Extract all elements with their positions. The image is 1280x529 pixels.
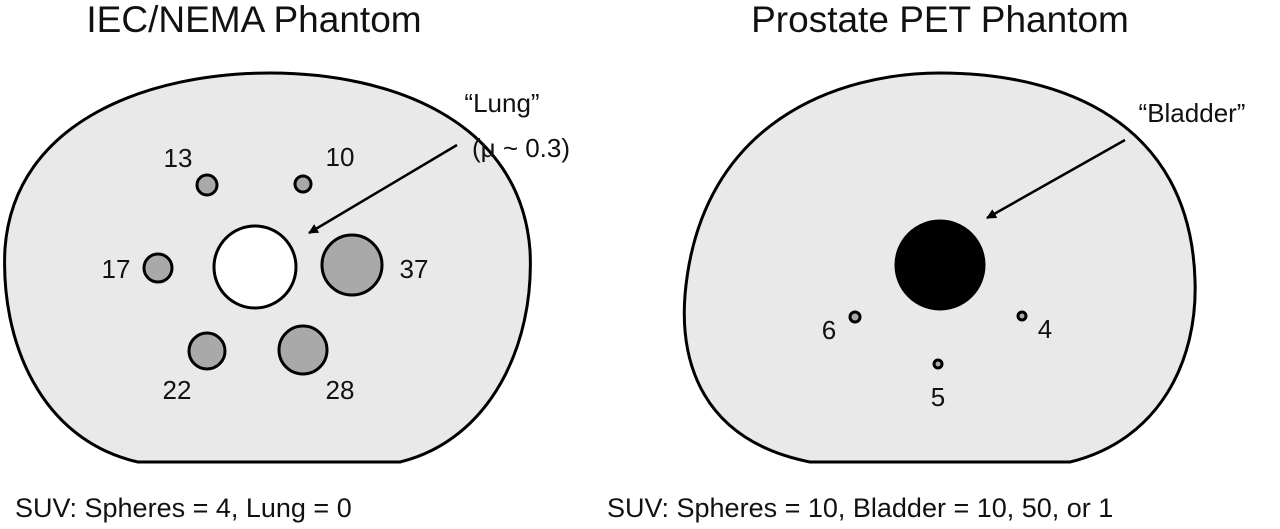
iec-phantom-title: IEC/NEMA Phantom xyxy=(86,0,421,40)
prostate-suv-caption: SUV: Spheres = 10, Bladder = 10, 50, or … xyxy=(607,493,1113,523)
bladder-callout-label: “Bladder” xyxy=(1139,98,1246,128)
lung-callout-mu: (μ ~ 0.3) xyxy=(472,133,570,163)
lung-callout-label: “Lung” xyxy=(464,88,539,118)
sphere-22mm xyxy=(187,331,227,371)
sphere-label-37: 37 xyxy=(400,254,429,284)
sphere-5mm xyxy=(932,358,944,370)
sphere-label-6: 6 xyxy=(822,315,836,345)
sphere-label-22: 22 xyxy=(163,375,192,405)
bladder-insert xyxy=(894,219,986,311)
sphere-label-13: 13 xyxy=(164,143,193,173)
sphere-4mm xyxy=(1016,310,1028,322)
sphere-label-10: 10 xyxy=(326,142,355,172)
sphere-17mm xyxy=(142,252,174,284)
lung-arrow xyxy=(308,143,458,235)
sphere-label-4: 4 xyxy=(1038,314,1052,344)
sphere-label-28: 28 xyxy=(326,375,355,405)
sphere-label-5: 5 xyxy=(931,382,945,412)
prostate-phantom-panel: Prostate PET Phantom 6 4 5 “Bladder” SUV… xyxy=(607,0,1245,523)
lung-insert xyxy=(212,224,298,310)
sphere-28mm xyxy=(277,324,329,376)
bladder-arrow xyxy=(986,138,1126,220)
iec-phantom-panel: IEC/NEMA Phantom 13 10 17 37 22 28 “Lung… xyxy=(3,0,570,523)
sphere-label-17: 17 xyxy=(102,254,131,284)
prostate-phantom-title: Prostate PET Phantom xyxy=(751,0,1129,40)
sphere-10mm xyxy=(293,174,313,194)
sphere-37mm xyxy=(320,233,384,297)
iec-suv-caption: SUV: Spheres = 4, Lung = 0 xyxy=(15,493,352,523)
sphere-6mm xyxy=(848,310,862,324)
sphere-13mm xyxy=(195,173,219,197)
